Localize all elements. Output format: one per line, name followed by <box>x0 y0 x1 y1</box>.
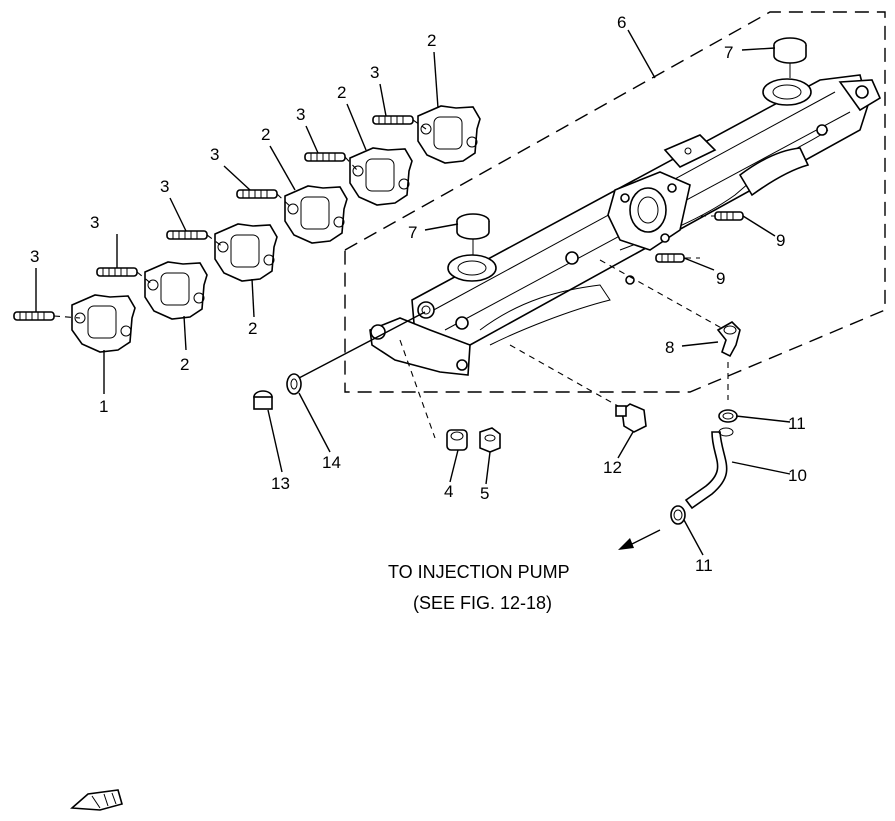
callout-13: 13 <box>271 474 290 493</box>
clamp-11-lower <box>670 505 686 525</box>
assembly-boundary <box>344 11 886 393</box>
caption-line-1: TO INJECTION PUMP <box>388 562 570 582</box>
cap-7-upper <box>773 37 807 78</box>
callout-3-b: 3 <box>90 213 99 232</box>
callout-6: 6 <box>617 13 626 32</box>
callout-7-upper: 7 <box>724 43 733 62</box>
callout-9-upper: 9 <box>776 231 785 250</box>
callout-3-e: 3 <box>296 105 305 124</box>
callout-2-b: 2 <box>248 319 257 338</box>
gasket-2d <box>349 147 413 206</box>
callout-10: 10 <box>788 466 807 485</box>
gasket-1 <box>71 294 136 353</box>
arrow-down-left-icon <box>618 529 661 550</box>
callout-2-d: 2 <box>337 83 346 102</box>
cap-7-lower <box>456 213 490 255</box>
callout-14: 14 <box>322 453 341 472</box>
bolt-4 <box>446 429 468 451</box>
callout-3-a: 3 <box>30 247 39 266</box>
callout-2-e: 2 <box>427 31 436 50</box>
plug-13 <box>253 390 273 410</box>
callout-2-a: 2 <box>180 355 189 374</box>
gasket-2c <box>284 185 348 244</box>
elbow-fitting-8 <box>716 321 741 358</box>
plug-12 <box>615 403 647 433</box>
alignment-lines <box>53 119 729 439</box>
callout-5: 5 <box>480 484 489 503</box>
callout-8: 8 <box>665 338 674 357</box>
clamp-11-upper <box>718 409 738 423</box>
callout-3-d: 3 <box>210 145 219 164</box>
callout-2-c: 2 <box>261 125 270 144</box>
hose-10 <box>684 427 734 510</box>
callout-11-lower: 11 <box>695 556 713 575</box>
callout-9-lower: 9 <box>716 269 725 288</box>
caption-line-2: (SEE FIG. 12-18) <box>413 593 552 613</box>
gasket-2b <box>214 223 278 282</box>
callout-7-lower: 7 <box>408 223 417 242</box>
intake-manifold <box>369 74 882 376</box>
book-stamp-icon <box>70 789 123 811</box>
leader-lines <box>35 29 791 556</box>
callout-4: 4 <box>444 482 453 501</box>
callout-1: 1 <box>99 397 108 416</box>
washer-14 <box>286 373 302 395</box>
gasket-2a <box>144 261 208 320</box>
nut-5 <box>479 427 501 453</box>
callout-12: 12 <box>603 458 622 477</box>
callout-11-upper: 11 <box>788 414 806 433</box>
callout-3-f: 3 <box>370 63 379 82</box>
gasket-2e <box>417 105 481 164</box>
callout-3-c: 3 <box>160 177 169 196</box>
